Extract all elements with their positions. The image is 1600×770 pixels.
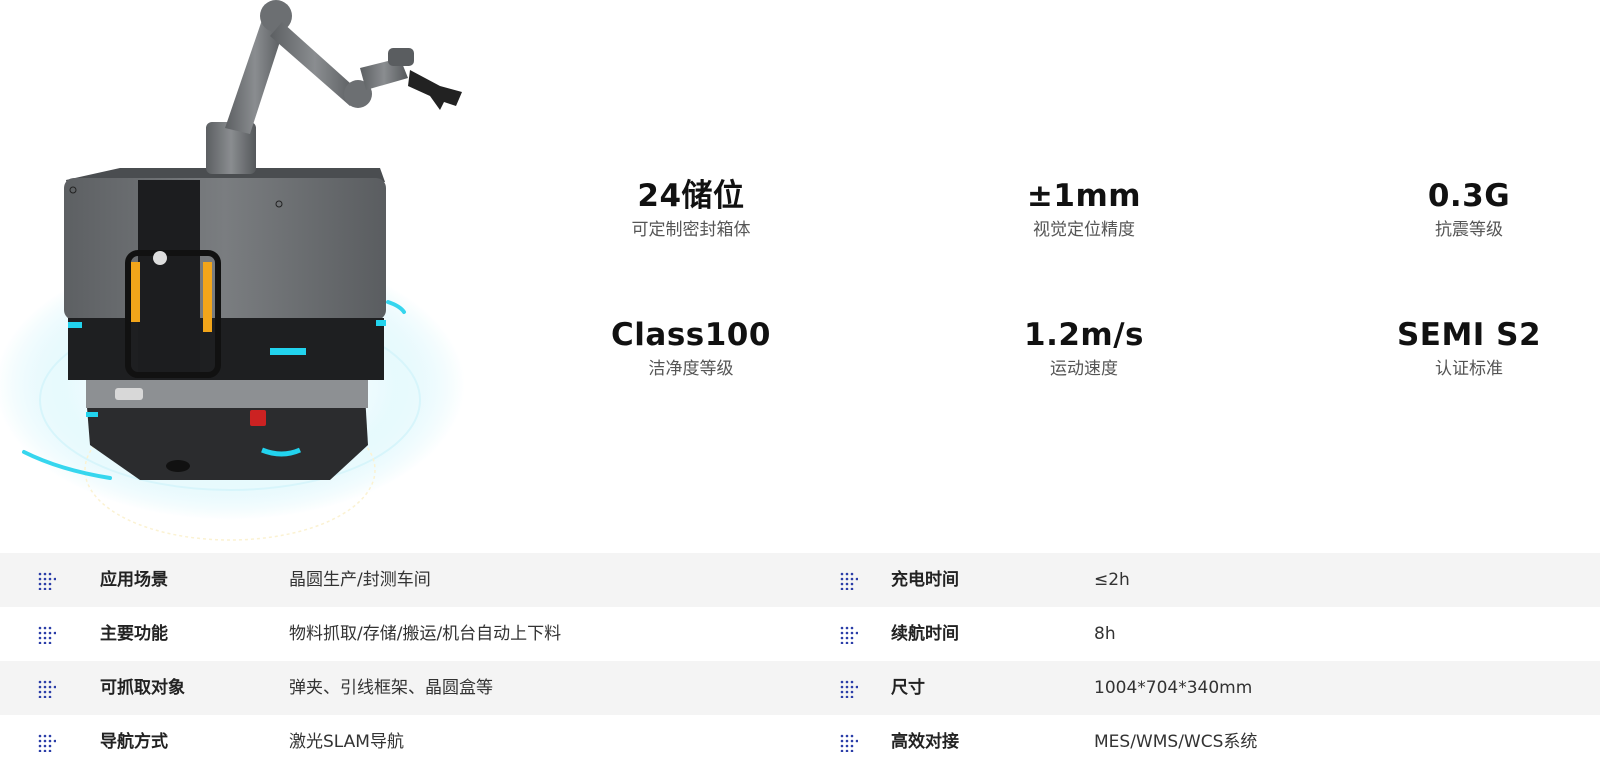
stat-value: 1.2m/s	[1024, 317, 1144, 353]
spec-row: 导航方式 激光SLAM导航 高效对接 MES/WMS/WCS系统	[0, 715, 1600, 769]
spec-table: 应用场景 晶圆生产/封测车间 充电时间 ≤2h 主要功能 物料抓取/存储/搬运/…	[0, 553, 1600, 769]
spec-name: 高效对接	[891, 732, 959, 752]
key-stats: 24储位 可定制密封箱体 ±1mm 视觉定位精度 0.3G 抗震等级 Class…	[541, 176, 1600, 381]
glow-ring-yellow	[84, 399, 376, 541]
robot-base	[86, 395, 368, 480]
spec-name: 尺寸	[891, 678, 925, 698]
stat-value: Class100	[611, 317, 771, 353]
spec-name: 应用场景	[100, 570, 168, 590]
stat-storage: 24储位 可定制密封箱体	[541, 176, 841, 242]
dot-grid-icon	[840, 734, 858, 752]
dot-grid-icon	[840, 626, 858, 644]
robot-gripper	[408, 70, 462, 110]
robot-cabinet-light-right	[376, 320, 386, 326]
stat-value: 24储位	[637, 178, 745, 214]
dot-grid-icon	[38, 734, 56, 752]
spec-value: 晶圆生产/封测车间	[289, 570, 431, 590]
stat-precision: ±1mm 视觉定位精度	[934, 176, 1234, 242]
spec-value: 物料抓取/存储/搬运/机台自动上下料	[289, 624, 562, 644]
stat-value: ±1mm	[1026, 178, 1142, 214]
stat-shock-rating: 0.3G 抗震等级	[1319, 176, 1600, 242]
robot-arm-wrist	[388, 48, 414, 66]
spec-value: 1004*704*340mm	[1094, 678, 1253, 698]
robot-product-image	[0, 0, 465, 541]
dot-grid-icon	[840, 572, 858, 590]
spec-name: 续航时间	[891, 624, 959, 644]
stat-label: 运动速度	[1050, 359, 1118, 379]
robot-arm-base	[206, 122, 256, 174]
robot-screw-right	[275, 200, 283, 208]
spec-name: 导航方式	[100, 732, 168, 752]
spec-value: 弹夹、引线框架、晶圆盒等	[289, 678, 493, 698]
spec-row: 可抓取对象 弹夹、引线框架、晶圆盒等 尺寸 1004*704*340mm	[0, 661, 1600, 715]
robot-handle-right	[203, 262, 212, 332]
stat-value: 0.3G	[1427, 178, 1511, 214]
robot-screw-left	[69, 186, 77, 194]
robot-cabinet-door	[138, 180, 200, 375]
robot-cabinet-light-left	[68, 322, 82, 328]
spec-value: 8h	[1094, 624, 1116, 644]
dot-grid-icon	[38, 626, 56, 644]
dot-grid-icon	[38, 572, 56, 590]
robot-cabinet-lower	[68, 318, 384, 380]
spec-row: 应用场景 晶圆生产/封测车间 充电时间 ≤2h	[0, 553, 1600, 607]
spec-name: 主要功能	[100, 624, 168, 644]
spec-value: ≤2h	[1094, 570, 1130, 590]
robot-logo-mark	[153, 251, 167, 265]
spec-name: 充电时间	[891, 570, 959, 590]
hero-section: 24储位 可定制密封箱体 ±1mm 视觉定位精度 0.3G 抗震等级 Class…	[0, 0, 1600, 541]
robot-base-panel	[115, 388, 143, 400]
robot-arm-link1	[225, 20, 285, 134]
robot-cabinet-light-mid	[270, 348, 306, 355]
robot-arm-joint2	[344, 80, 372, 108]
stat-label: 可定制密封箱体	[631, 220, 751, 240]
stat-speed: 1.2m/s 运动速度	[934, 315, 1234, 381]
glow-arc-right	[386, 300, 406, 314]
stat-label: 认证标准	[1435, 359, 1503, 379]
robot-estop	[250, 410, 266, 426]
stat-label: 抗震等级	[1435, 220, 1503, 240]
stat-value: SEMI S2	[1396, 317, 1542, 353]
robot-wheel	[166, 460, 190, 472]
robot-base-light	[261, 447, 302, 457]
robot-base-light-left	[86, 412, 98, 417]
stat-certification: SEMI S2 认证标准	[1319, 315, 1600, 381]
stat-label: 视觉定位精度	[1033, 220, 1135, 240]
spec-row: 主要功能 物料抓取/存储/搬运/机台自动上下料 续航时间 8h	[0, 607, 1600, 661]
spec-value: 激光SLAM导航	[289, 732, 404, 752]
robot-arm-link2	[270, 22, 360, 106]
robot-door-frame	[125, 250, 221, 378]
dot-grid-icon	[38, 680, 56, 698]
spec-value: MES/WMS/WCS系统	[1094, 732, 1258, 752]
spec-name: 可抓取对象	[100, 678, 185, 698]
dot-grid-icon	[840, 680, 858, 698]
robot-handle-left	[131, 262, 140, 322]
stat-label: 洁净度等级	[648, 359, 734, 379]
glow-arc-left	[22, 450, 112, 480]
stat-cleanliness: Class100 洁净度等级	[541, 315, 841, 381]
